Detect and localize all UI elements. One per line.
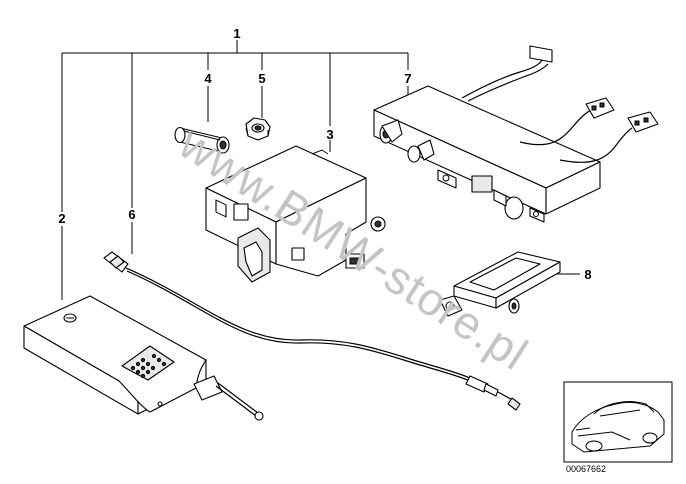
callout-7: 7	[404, 71, 411, 86]
callout-5: 5	[258, 71, 265, 86]
part-3-control-box	[205, 145, 386, 283]
part-5-hex-nut	[245, 117, 271, 141]
callout-2: 2	[58, 211, 65, 226]
callout-8: 8	[584, 267, 591, 282]
callout-4: 4	[204, 71, 212, 86]
reference-number: 00067662	[566, 464, 606, 474]
part-4-cylinder	[174, 126, 230, 154]
callout-1: 1	[233, 26, 240, 41]
callout-3: 3	[326, 127, 333, 142]
part-2-remote	[23, 295, 264, 421]
part-8-antenna-module	[439, 251, 561, 317]
part-6-antenna-cable	[103, 251, 521, 411]
car-outline-icon	[571, 401, 665, 453]
part-7-amplifier-module	[373, 45, 659, 223]
vehicle-thumbnail: 00067662	[563, 381, 673, 474]
callout-6: 6	[128, 207, 135, 222]
